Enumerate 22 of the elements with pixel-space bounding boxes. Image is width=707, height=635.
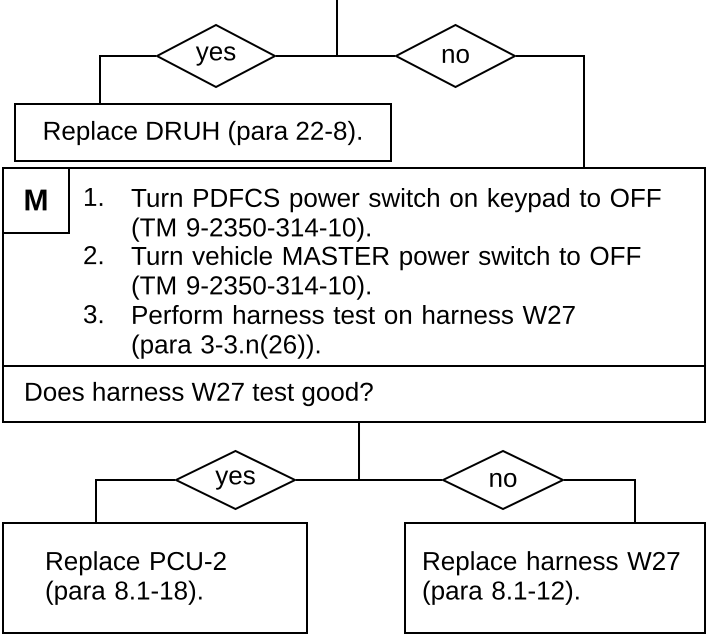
step-number: 1. [84, 188, 102, 206]
step-text: Turn PDFCS power switch on keypad to OFF (TM 9-2350-314-10). [132, 188, 661, 242]
connector-line [336, 0, 395, 57]
action-text: Replace harness W27 (para 8.1-12). [424, 551, 680, 605]
connector-line [564, 479, 636, 522]
step-code-box [2, 167, 70, 234]
action-box [2, 522, 308, 634]
step-text: Turn vehicle MASTER power switch to OFF (TM 9-2350-314-10). [132, 246, 640, 300]
action-text: Replace PCU-2 (para 8.1-18). [46, 551, 226, 605]
connector-line [358, 423, 442, 481]
step-number: 2. [84, 246, 102, 264]
question-box [2, 365, 706, 423]
action-box [404, 522, 706, 634]
step-text: Perform harness test on harness W27 (para 3-3.n(26)). [132, 305, 575, 359]
step-number: 3. [84, 305, 102, 324]
connector-line [95, 479, 175, 522]
connector-line [516, 55, 585, 167]
question-text: Does harness W27 test good? [26, 382, 373, 406]
action-box [14, 103, 392, 162]
step-code: M [26, 190, 46, 210]
action-text: Replace DRUH (para 22-8). [44, 120, 361, 146]
connector-line [99, 55, 156, 103]
